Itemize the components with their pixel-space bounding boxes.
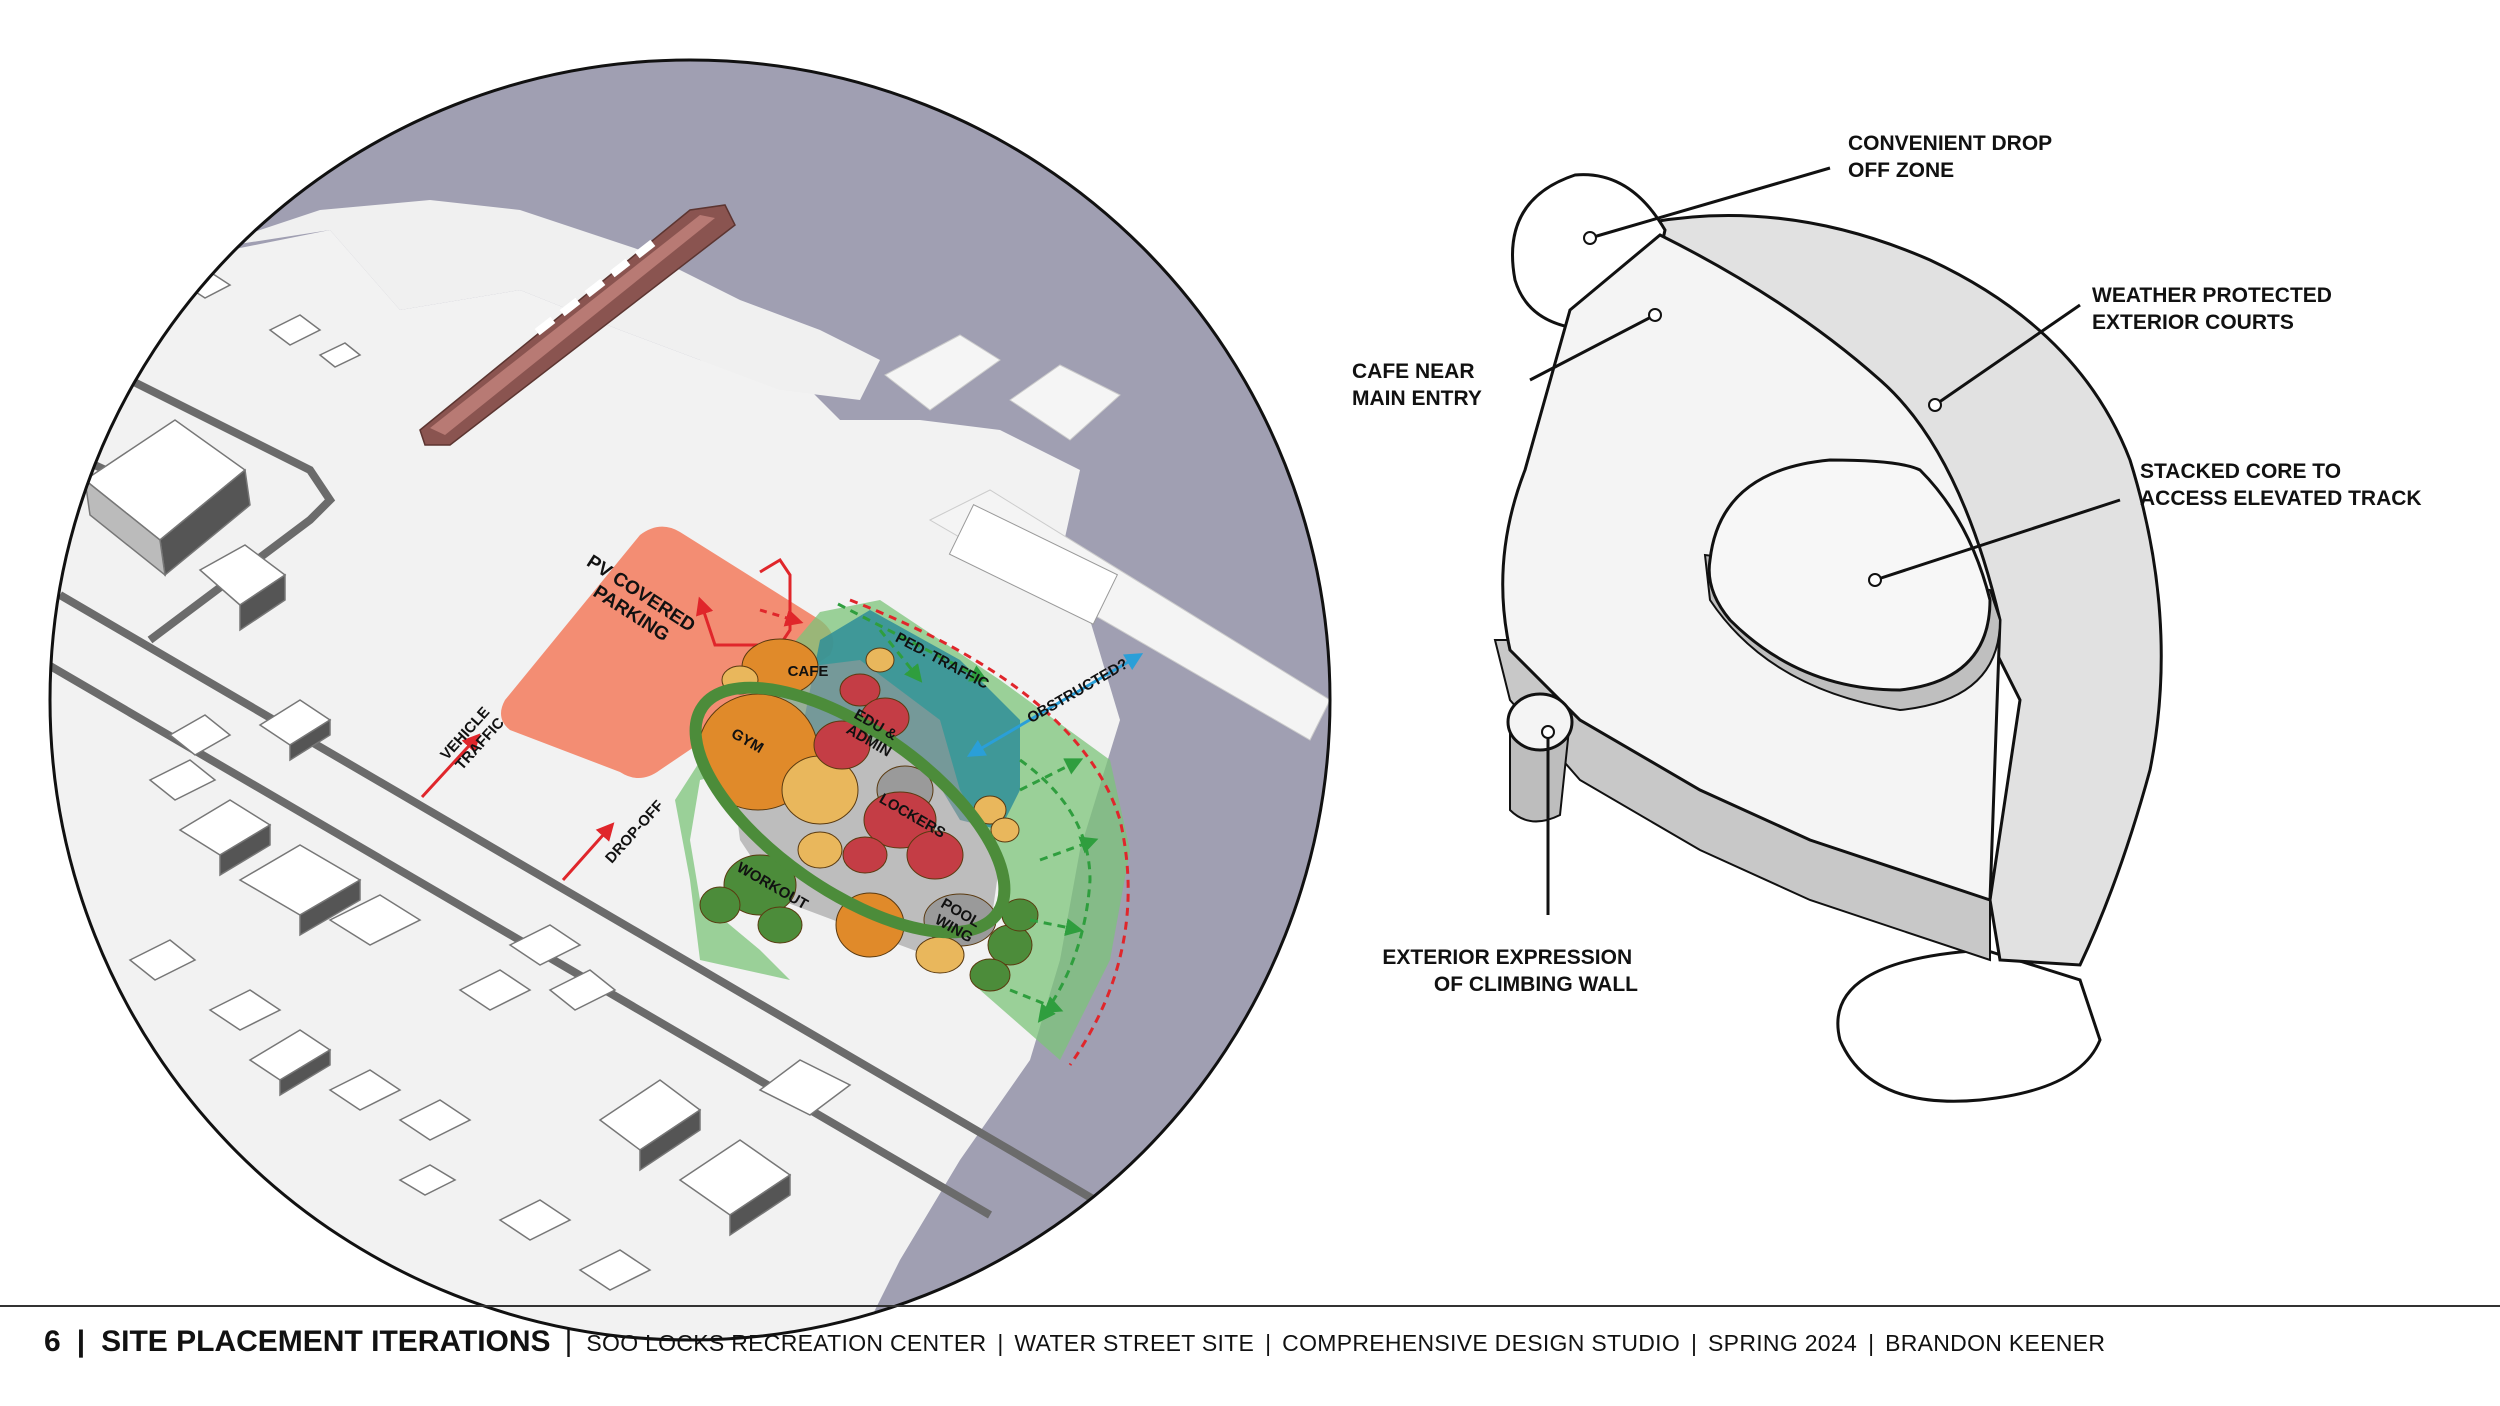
climbing-annotation: EXTERIOR EXPRESSION OF CLIMBING WALL bbox=[1382, 946, 1638, 996]
pier-1 bbox=[884, 334, 1001, 411]
separator: | bbox=[1868, 1330, 1875, 1356]
annotation-leaders bbox=[1529, 166, 2121, 915]
stacked-core-top bbox=[1707, 458, 1992, 692]
author-name: BRANDON KEENER bbox=[1885, 1330, 2106, 1356]
climbing-wall-top bbox=[1506, 692, 1574, 752]
cargo-ship bbox=[419, 204, 736, 446]
separator: | bbox=[76, 1325, 86, 1358]
north-shore bbox=[200, 200, 880, 400]
core-annotation: STACKED CORE TO ACCESS ELEVATED TRACK bbox=[2140, 460, 2422, 510]
view-arrow bbox=[966, 653, 1144, 757]
site-name: WATER STREET SITE bbox=[1014, 1330, 1255, 1356]
term: SPRING 2024 bbox=[1708, 1330, 1858, 1356]
annotation-dots bbox=[1541, 231, 1942, 739]
ped-traffic-arrows bbox=[837, 602, 1099, 1023]
project-name: SOO LOCKS RECREATION CENTER bbox=[586, 1330, 987, 1356]
separator: | bbox=[564, 1325, 573, 1358]
page-number: 6 bbox=[44, 1325, 61, 1358]
drop-off-lobe-south bbox=[1836, 948, 2102, 1103]
massing-axon: CONVENIENT DROP OFF ZONE CAFE NEAR MAIN … bbox=[1352, 132, 2422, 1103]
page-title: SITE PLACEMENT ITERATIONS bbox=[101, 1325, 551, 1358]
vehicle-traffic-arrows bbox=[420, 557, 804, 881]
context-buildings bbox=[83, 271, 852, 1291]
courts-annotation: WEATHER PROTECTED EXTERIOR COURTS bbox=[2092, 284, 2338, 334]
drop-off-annotation: CONVENIENT DROP OFF ZONE bbox=[1848, 132, 2058, 182]
site-placement-axon: PV COVERED PARKING VEHICLE TRAFFIC DROP-… bbox=[48, 58, 1332, 1342]
studio-name: COMPREHENSIVE DESIGN STUDIO bbox=[1282, 1330, 1681, 1356]
pier-building bbox=[948, 503, 1119, 625]
elevated-track-ring bbox=[689, 681, 1011, 939]
cafe-label: CAFE bbox=[788, 663, 829, 680]
separator: | bbox=[997, 1330, 1004, 1356]
pv-covered-parking-pad bbox=[501, 526, 834, 779]
site-circle-frame bbox=[48, 58, 1332, 1342]
separator: | bbox=[1691, 1330, 1698, 1356]
footer-divider bbox=[0, 1305, 2500, 1307]
footer-caption: 6 | SITE PLACEMENT ITERATIONS | SOO LOCK… bbox=[44, 1325, 2105, 1365]
cafe-annotation: CAFE NEAR MAIN ENTRY bbox=[1352, 360, 1482, 410]
separator: | bbox=[1265, 1330, 1272, 1356]
footer-bar: 6 | SITE PLACEMENT ITERATIONS | SOO LOCK… bbox=[0, 1305, 2500, 1385]
pier-2 bbox=[1009, 364, 1121, 441]
